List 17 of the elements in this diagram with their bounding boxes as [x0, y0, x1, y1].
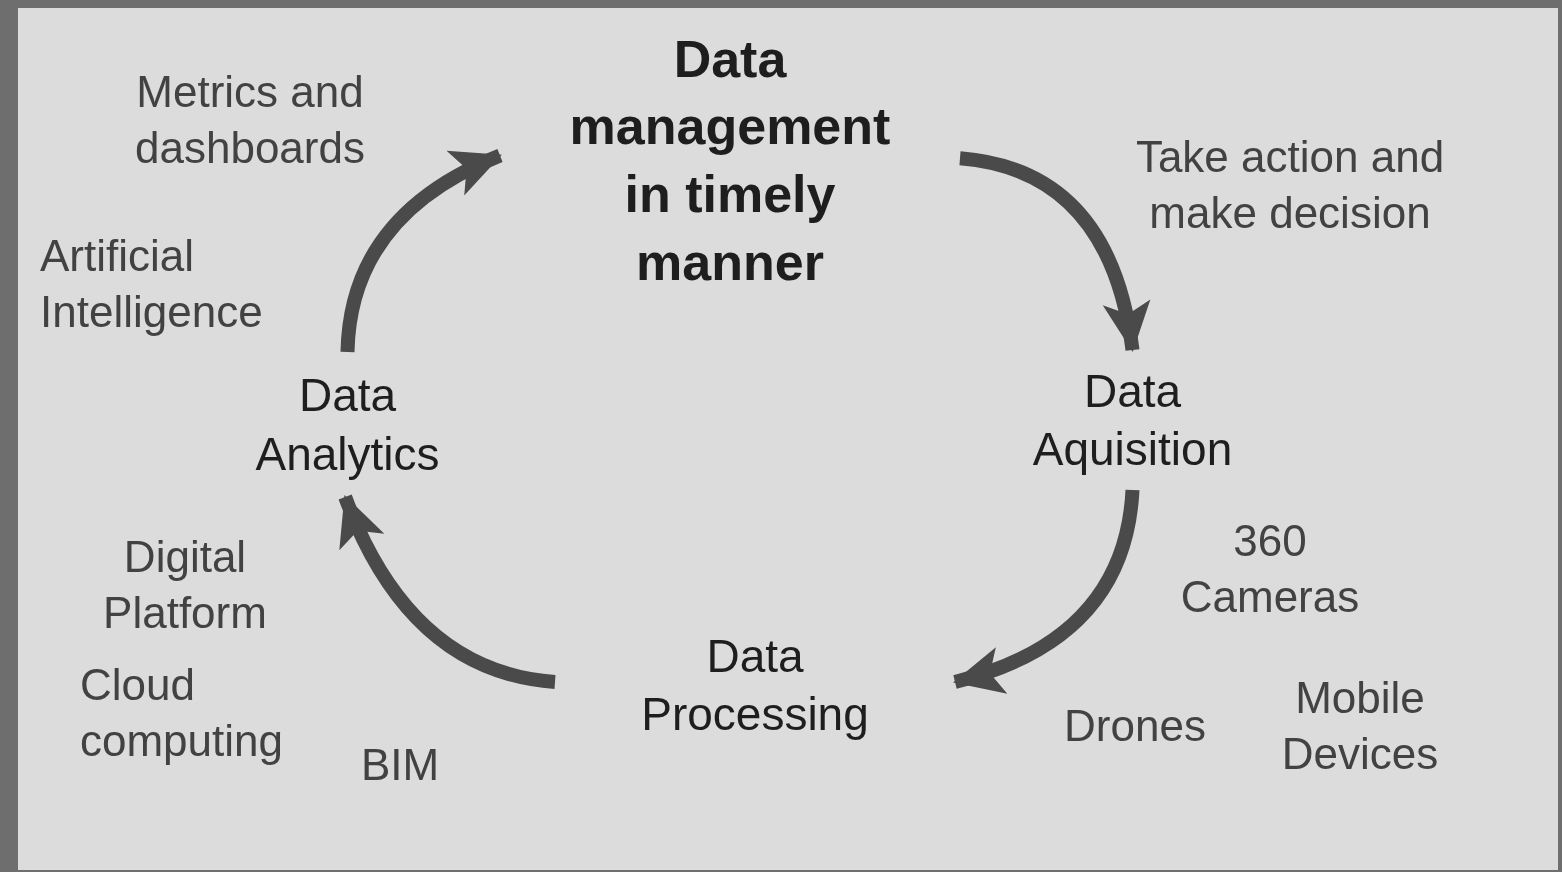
curved-arrow	[340, 149, 503, 353]
technology-label: 360 Cameras	[1179, 515, 1361, 623]
technology-label: Take action and make decision	[1134, 131, 1446, 239]
stage-label: Data Analytics	[254, 368, 441, 482]
technology-label: BIM	[359, 739, 441, 791]
technology-label: Drones	[1063, 700, 1207, 752]
curved-arrow	[953, 489, 1140, 692]
technology-label: Mobile Devices	[1280, 672, 1440, 780]
technology-label: Metrics and dashboards	[134, 66, 366, 174]
technology-label: Digital Platform	[102, 531, 268, 639]
stage-label: Data Aquisition	[1031, 363, 1234, 477]
stage-label: Data Processing	[640, 628, 870, 742]
stage-label: Data management in timely manner	[568, 28, 892, 293]
curved-arrow	[338, 494, 556, 689]
curved-arrow	[959, 151, 1149, 352]
technology-label: Cloud computing	[80, 659, 284, 767]
technology-label: Artificial Intelligence	[40, 230, 264, 338]
